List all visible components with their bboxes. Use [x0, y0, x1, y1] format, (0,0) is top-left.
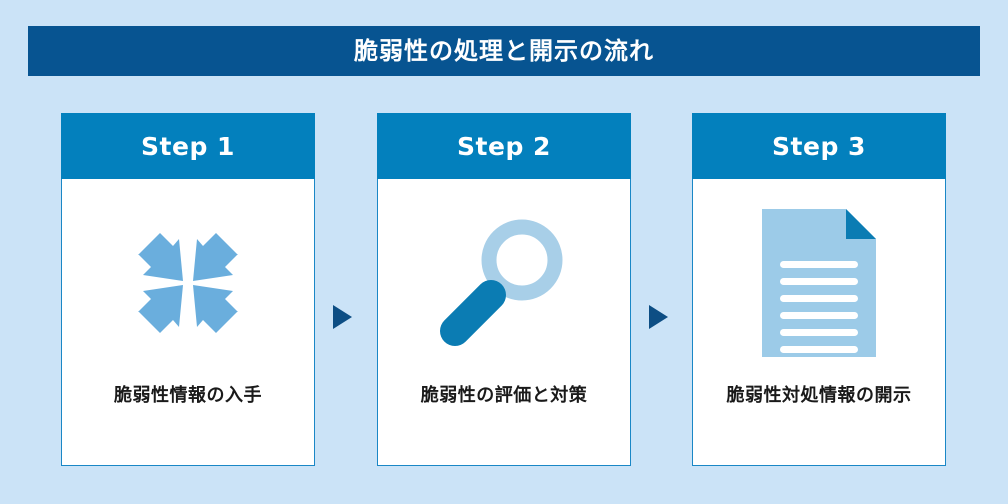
connector-arrow-2	[647, 304, 669, 330]
magnifying-glass-icon	[429, 208, 579, 362]
step-card-1: Step 1	[61, 113, 315, 466]
page-title: 脆弱性の処理と開示の流れ	[354, 37, 654, 65]
step-header-label-1: Step 1	[141, 131, 235, 161]
step-header-label-2: Step 2	[457, 131, 551, 161]
step-header-1: Step 1	[61, 113, 315, 179]
step-icon-wrap-2	[378, 179, 630, 391]
step-caption-1: 脆弱性情報の入手	[114, 385, 262, 406]
diagram-title-banner: 脆弱性の処理と開示の流れ	[28, 26, 980, 76]
step-caption-3: 脆弱性対処情報の開示	[726, 385, 912, 406]
converging-arrows-icon	[113, 208, 263, 362]
step-body-2: 脆弱性の評価と対策	[378, 179, 630, 465]
step-icon-wrap-1	[62, 179, 314, 391]
step-header-2: Step 2	[377, 113, 631, 179]
step-card-2: Step 2 脆弱性の評価と対策	[377, 113, 631, 466]
step-header-label-3: Step 3	[772, 131, 866, 161]
document-icon	[754, 203, 884, 367]
connector-arrow-1	[331, 304, 353, 330]
step-icon-wrap-3	[693, 179, 945, 391]
steps-row: Step 1	[0, 113, 1008, 468]
step-body-3: 脆弱性対処情報の開示	[693, 179, 945, 465]
step-caption-2: 脆弱性の評価と対策	[420, 385, 588, 406]
step-body-1: 脆弱性情報の入手	[62, 179, 314, 465]
step-card-3: Step 3	[692, 113, 946, 466]
step-header-3: Step 3	[692, 113, 946, 179]
